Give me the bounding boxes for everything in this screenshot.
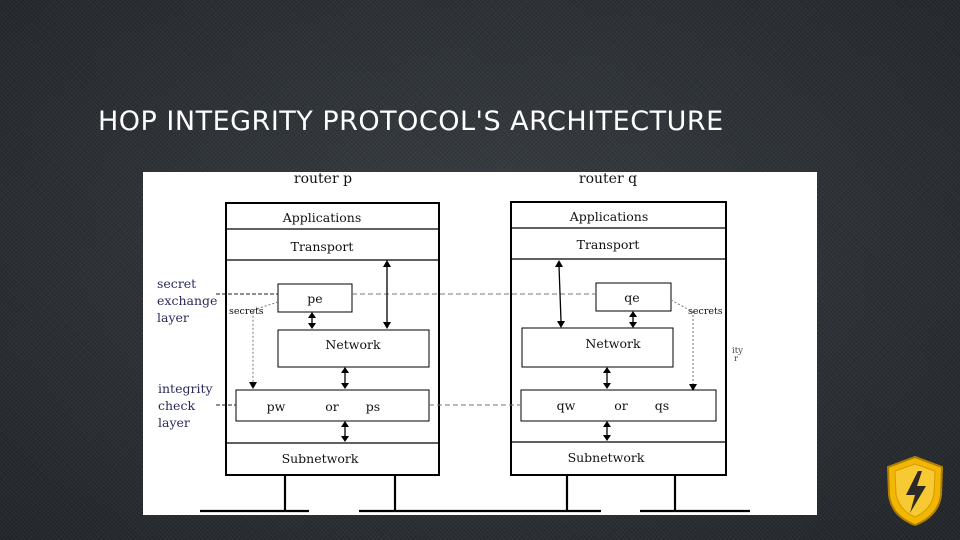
- secret-paths: [252, 299, 694, 384]
- shield-lightning-icon: [884, 455, 946, 527]
- router-q-network-box: [521, 327, 674, 368]
- router-p-transport: Transport: [291, 239, 354, 254]
- router-q-integrity-left: qw: [557, 398, 576, 413]
- router-q-box: [510, 201, 727, 476]
- router-q-subnetwork: Subnetwork: [568, 450, 645, 465]
- network-links: [200, 475, 750, 513]
- dashed-connectors: [216, 293, 596, 406]
- router-p-secrets-label: secrets: [229, 306, 264, 317]
- architecture-diagram: router p Applications Transport pe Netwo…: [143, 172, 817, 515]
- router-q-network: Network: [585, 336, 641, 351]
- vertical-arrows: [308, 260, 637, 442]
- router-q-applications: Applications: [569, 209, 649, 224]
- router-p-applications: Applications: [282, 210, 362, 225]
- secret-exchange-label-2: exchange: [157, 293, 217, 308]
- router-p-box: [225, 202, 440, 476]
- router-p-integrity-or: or: [325, 399, 339, 414]
- router-q-transport: Transport: [577, 237, 640, 252]
- secret-path-arrows: [249, 382, 697, 391]
- integrity-check-label-3: layer: [158, 415, 190, 430]
- router-p-network-box: [277, 329, 430, 368]
- router-q-integrity-or: or: [614, 398, 628, 413]
- router-q-secret-process: qe: [624, 290, 639, 305]
- integrity-check-label-2: check: [158, 398, 195, 413]
- router-p-integrity-left: pw: [267, 399, 286, 414]
- cropped-side-text-2: r: [734, 354, 739, 364]
- router-p-secret-box: [277, 283, 353, 313]
- secret-exchange-label-3: layer: [157, 310, 189, 325]
- router-q-title: router q: [579, 172, 637, 187]
- router-p-secret-process: pe: [307, 291, 322, 306]
- router-q-secrets-label: secrets: [688, 306, 723, 317]
- router-q-secret-box: [595, 282, 672, 312]
- router-p-subnetwork: Subnetwork: [282, 451, 359, 466]
- cropped-side-text-1: ity: [732, 346, 743, 356]
- router-p: router p Applications Transport pe Netwo…: [225, 172, 440, 476]
- router-q-integrity-right: qs: [655, 398, 669, 413]
- secret-exchange-label-1: secret: [157, 276, 196, 291]
- integrity-check-label-1: integrity: [158, 381, 213, 396]
- router-p-network: Network: [325, 337, 381, 352]
- layer-labels: secret exchange layer integrity check la…: [157, 276, 217, 430]
- router-p-title: router p: [294, 172, 352, 187]
- router-q: router q Applications Transport qe Netwo…: [510, 172, 727, 476]
- slide-title: HOP INTEGRITY PROTOCOL'S ARCHITECTURE: [98, 106, 724, 137]
- router-p-integrity-right: ps: [366, 399, 380, 414]
